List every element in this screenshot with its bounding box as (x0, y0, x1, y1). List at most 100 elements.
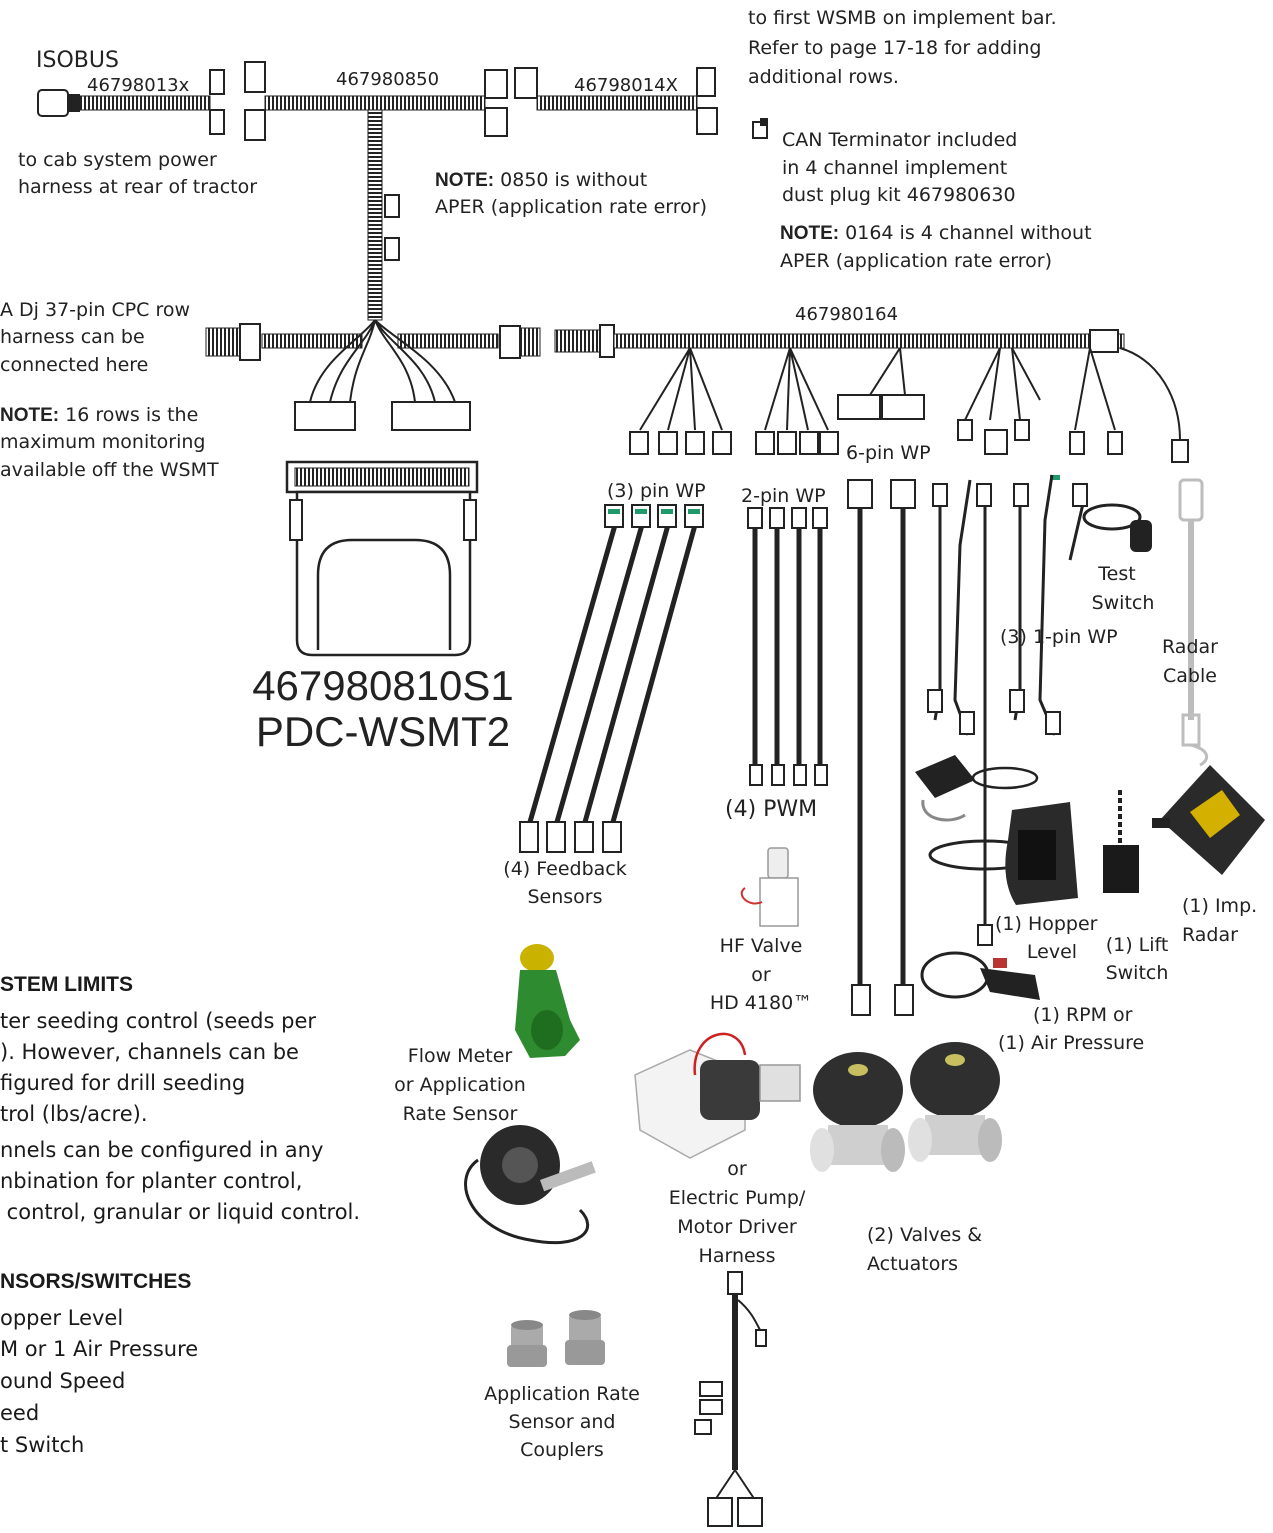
terminator-note-3: dust plug kit 467980630 (782, 184, 1016, 206)
label-3-pin-wp: (3) pin WP (607, 480, 706, 502)
pump-harness-icon (694, 1271, 767, 1527)
top-right-note-3: additional rows. (748, 66, 899, 88)
terminator-icon (752, 118, 768, 139)
label-flow-3: Rate Sensor (402, 1103, 518, 1125)
sensors-line-4: eed (0, 1401, 40, 1425)
part-467980164: 467980164 (795, 304, 899, 325)
row-harness-connector (205, 319, 541, 431)
cab-note-1: to cab system power (18, 149, 217, 171)
lift-switch-icon (1103, 790, 1139, 893)
harness-467980850 (244, 61, 508, 321)
feedback-connectors (519, 504, 704, 853)
note-0164: NOTE: 0164 is 4 channel without (780, 220, 1092, 247)
system-limits-line-5: nnels can be configured in any (0, 1138, 324, 1162)
label-switch: Switch (1091, 592, 1155, 614)
label-pwm: (4) PWM (725, 797, 818, 822)
rows-note: NOTE: 16 rows is the (0, 402, 198, 429)
system-limits-heading: STEM LIMITS (0, 973, 133, 996)
label-flow-1: Flow Meter (407, 1045, 513, 1067)
rows-note-line2: maximum monitoring (0, 431, 206, 453)
label-pump-2: Electric Pump/ (668, 1187, 806, 1209)
module-pdc-wsmt2 (285, 460, 479, 657)
label-valves-1: (2) Valves & (867, 1224, 983, 1246)
label-1-pin-wp: (3) 1-pin WP (1000, 626, 1118, 648)
pwm-connectors (747, 507, 828, 786)
rpm-sensor-icon (920, 951, 1040, 1000)
couplers-icon (507, 1310, 605, 1367)
note-0850: NOTE: 0850 is without (435, 167, 647, 194)
label-feedback-1: (4) Feedback (503, 858, 627, 880)
label-pump-3: Motor Driver (677, 1216, 797, 1238)
label-radar: Radar (1162, 636, 1218, 658)
label-pump-4: Harness (698, 1245, 776, 1267)
system-limits-line-4: trol (lbs/acre). (0, 1102, 148, 1126)
module-name: PDC-WSMT2 (255, 708, 511, 755)
system-limits-line-3: figured for drill seeding (0, 1071, 246, 1095)
harness-467980164 (554, 324, 1189, 463)
one-pin-connectors (927, 483, 1088, 946)
label-lift-1: (1) Lift (1105, 934, 1169, 956)
flow-meter-icon (515, 944, 580, 1058)
sensors-heading: NSORS/SWITCHES (0, 1270, 192, 1293)
valve-actuator-2-icon (908, 1042, 1002, 1162)
radar-cable-icon (1178, 478, 1209, 767)
rows-note-label: NOTE: (0, 405, 60, 426)
note-0164-label: NOTE: (780, 223, 840, 244)
system-limits-line-7: control, granular or liquid control. (0, 1200, 361, 1224)
label-hf-3: HD 4180™ (709, 992, 813, 1014)
part-467980850: 467980850 (336, 69, 440, 90)
pwm-cables (752, 525, 823, 770)
six-pin-cables (857, 505, 906, 990)
dj-note-1: A Dj 37-pin CPC row (0, 299, 191, 321)
dj-note-2: harness can be (0, 326, 145, 348)
label-pump-1: or (727, 1158, 747, 1180)
label-2-pin-wp: 2-pin WP (741, 485, 826, 507)
electric-pump-icon (634, 1032, 801, 1159)
test-switch-icon (1082, 503, 1152, 552)
part-46798014X: 46798014X (574, 75, 678, 96)
label-app-rate-2: Sensor and (508, 1411, 616, 1433)
top-right-note-1: to first WSMB on implement bar. (748, 7, 1057, 29)
hopper-level-sensor-icon (915, 755, 1078, 905)
module-part: 467980810S1 (252, 662, 514, 709)
rows-note-line3: available off the WSMT (0, 459, 219, 481)
label-lift-2: Switch (1105, 962, 1169, 984)
label-hopper-1: (1) Hopper (995, 913, 1098, 935)
label-flow-2: or Application (394, 1074, 526, 1096)
dj-note-3: connected here (0, 354, 149, 376)
part-46798013x: 46798013x (87, 75, 190, 96)
note-0164-text: 0164 is 4 channel without (839, 222, 1092, 244)
top-right-note-2: Refer to page 17-18 for adding (748, 37, 1042, 59)
terminator-note-1: CAN Terminator included (782, 129, 1018, 151)
feedback-sensor-cables (527, 524, 698, 823)
system-limits-line-1: ter seeding control (seeds per (0, 1009, 316, 1033)
label-rpm-1: (1) RPM or (1033, 1004, 1133, 1026)
system-limits-line-6: nbination for planter control, (0, 1169, 303, 1193)
label-app-rate-3: Couplers (520, 1439, 604, 1461)
label-valves-2: Actuators (867, 1253, 959, 1275)
sensors-line-5: t Switch (0, 1433, 85, 1457)
note-0850-line2: APER (application rate error) (435, 196, 708, 218)
label-feedback-2: Sensors (527, 886, 603, 908)
sensors-line-2: M or 1 Air Pressure (0, 1337, 199, 1361)
label-hopper-2: Level (1026, 941, 1078, 963)
six-pin-connectors (847, 479, 916, 1016)
isobus-label: ISOBUS (36, 48, 119, 73)
label-imp-1: (1) Imp. (1182, 895, 1258, 917)
label-rpm-2: (1) Air Pressure (998, 1032, 1145, 1054)
harness-46798013x (37, 69, 225, 135)
label-imp-2: Radar (1182, 924, 1238, 946)
label-6-pin-wp: 6-pin WP (846, 442, 931, 464)
note-0850-label: NOTE: (435, 170, 495, 191)
hf-valve-icon (740, 847, 799, 927)
label-hf-2: or (751, 964, 771, 986)
implement-radar-icon (1152, 765, 1265, 875)
valve-actuator-1-icon (810, 1052, 905, 1172)
sensors-line-1: opper Level (0, 1306, 124, 1330)
terminator-note-2: in 4 channel implement (782, 157, 1008, 179)
label-test: Test (1098, 563, 1136, 585)
note-0850-text: 0850 is without (494, 169, 648, 191)
label-app-rate-1: Application Rate (484, 1383, 640, 1405)
harness-46798014X (514, 67, 718, 135)
